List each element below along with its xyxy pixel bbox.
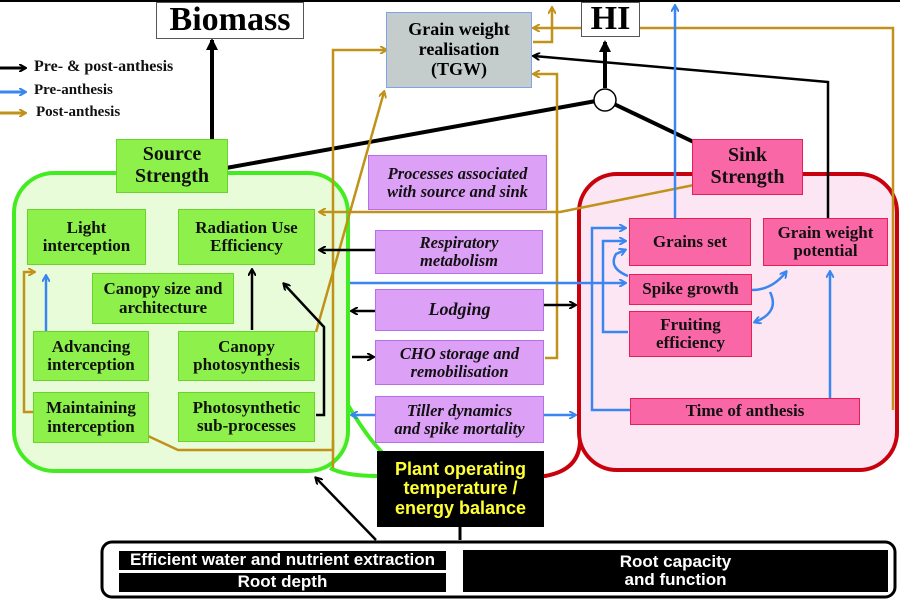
arrow-sink-to-rue xyxy=(320,183,695,212)
arrow-photosub-to-rue xyxy=(284,284,326,417)
arrow-gwpotential-to-tgw xyxy=(534,56,830,222)
fruiting-efficiency-box: Fruiting efficiency xyxy=(629,311,752,357)
plant-temperature-box: Plant operating temperature / energy bal… xyxy=(377,451,544,527)
root-depth-box: Root depth xyxy=(119,573,446,592)
biomass-box: Biomass xyxy=(156,1,304,39)
arrow-anthesis-to-tgw xyxy=(534,28,895,410)
arrow-spike-to-gwpotential xyxy=(751,272,786,292)
grains-set-box: Grains set xyxy=(629,218,751,266)
maintaining-interception-box: Maintaining interception xyxy=(33,392,149,443)
arrow-spike-to-fruiting xyxy=(755,291,775,322)
rue-box: Radiation Use Efficiency xyxy=(178,209,315,265)
root-capacity-box: Root capacity and function xyxy=(463,550,888,592)
arrow-spike-to-grains xyxy=(612,250,629,278)
spike-growth-box: Spike growth xyxy=(629,274,752,305)
arrow-maintaining-to-light xyxy=(22,272,35,414)
light-interception-box: Light interception xyxy=(27,209,146,265)
arrow-tgw-to-hi xyxy=(533,8,552,44)
canopy-size-box: Canopy size and architecture xyxy=(92,273,234,324)
arrow-cho-to-tgw xyxy=(534,74,559,360)
canopy-photosynthesis-box: Canopy photosynthesis xyxy=(178,331,315,381)
arrow-roots-to-source xyxy=(316,478,377,541)
efficient-extraction-box: Efficient water and nutrient extraction xyxy=(119,551,446,570)
hub-node xyxy=(593,88,617,112)
grain-weight-potential-box: Grain weight potential xyxy=(763,218,888,266)
legend-pre: Pre-anthesis xyxy=(34,82,113,98)
arrow-photo-to-tgw xyxy=(331,50,386,468)
link-source-to-hub xyxy=(225,99,597,170)
source-strength-label: Source Strength xyxy=(116,139,228,193)
time-of-anthesis-box: Time of anthesis xyxy=(630,398,860,425)
link-sink-to-hub xyxy=(613,102,703,148)
photosynthetic-subprocesses-box: Photosynthetic sub-processes xyxy=(178,392,315,442)
legend-pre-post: Pre- & post-anthesis xyxy=(34,58,174,75)
respiratory-metabolism-box: Respiratory metabolism xyxy=(375,230,543,274)
arrow-anthesis-to-grains xyxy=(590,228,630,412)
legend-post: Post-anthesis xyxy=(36,104,121,120)
processes-header-box: Processes associated with source and sin… xyxy=(368,155,547,210)
cho-storage-box: CHO storage and remobilisation xyxy=(375,340,544,385)
link-maintaining-bottom xyxy=(147,434,335,452)
arrow-fruiting-to-grains xyxy=(601,241,628,334)
hi-box: HI xyxy=(581,0,640,37)
source-connector-curve xyxy=(329,466,379,478)
tgw-box: Grain weight realisation (TGW) xyxy=(386,12,532,88)
tiller-dynamics-box: Tiller dynamics and spike mortality xyxy=(375,396,544,443)
lodging-box: Lodging xyxy=(375,289,544,331)
advancing-interception-box: Advancing interception xyxy=(33,331,149,381)
sink-strength-label: Sink Strength xyxy=(692,139,803,195)
